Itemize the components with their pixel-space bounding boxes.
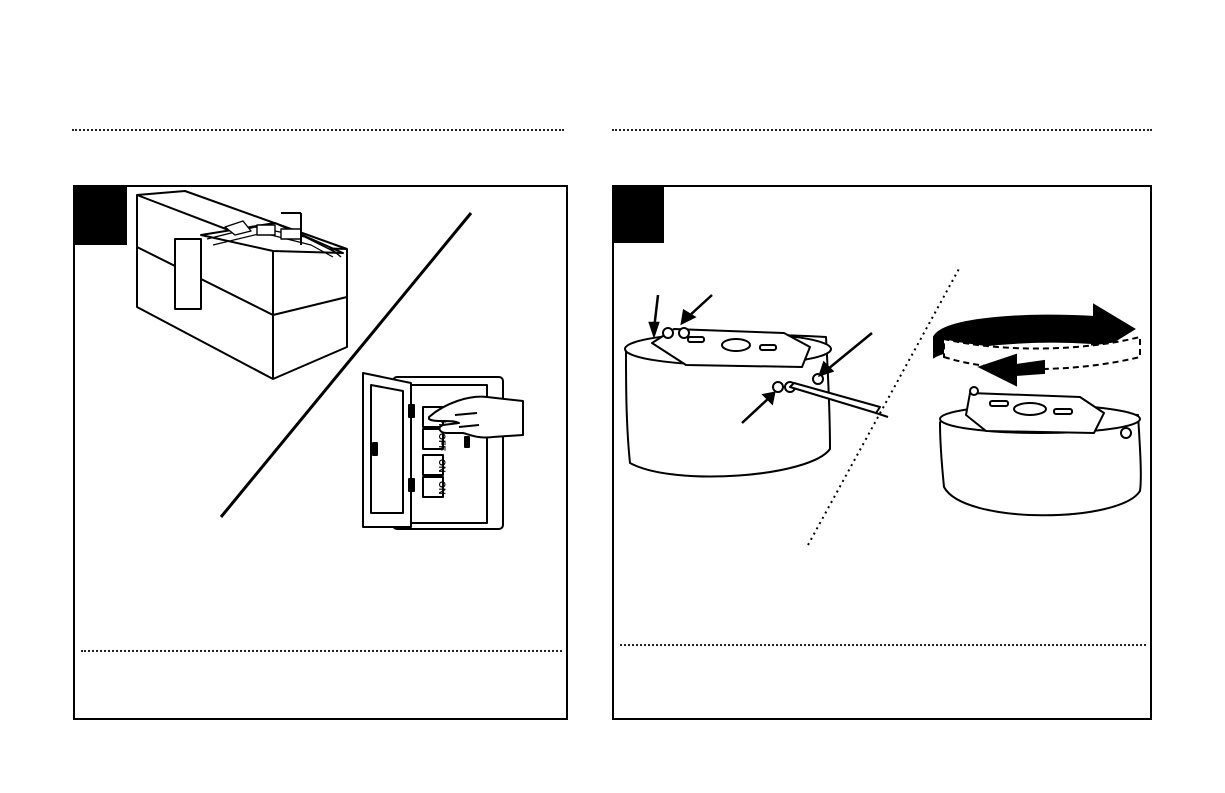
step-panel-2	[612, 185, 1152, 720]
top-divider-left	[72, 129, 564, 131]
breaker-label-3: ON	[437, 459, 447, 473]
carton-illustration: OFF OFF ON ON	[75, 187, 566, 718]
breaker-label-4: ON	[437, 481, 447, 495]
panel-2-bottom-divider	[620, 644, 1146, 646]
panel-1-bottom-divider	[81, 650, 562, 652]
rotation-arrow	[934, 305, 1140, 385]
canopy-illustration	[614, 187, 1150, 718]
breaker-label-2: OFF	[437, 433, 447, 451]
step-panel-1: OFF OFF ON ON	[73, 185, 568, 720]
top-divider-right	[612, 129, 1152, 131]
separator-line	[808, 267, 960, 545]
